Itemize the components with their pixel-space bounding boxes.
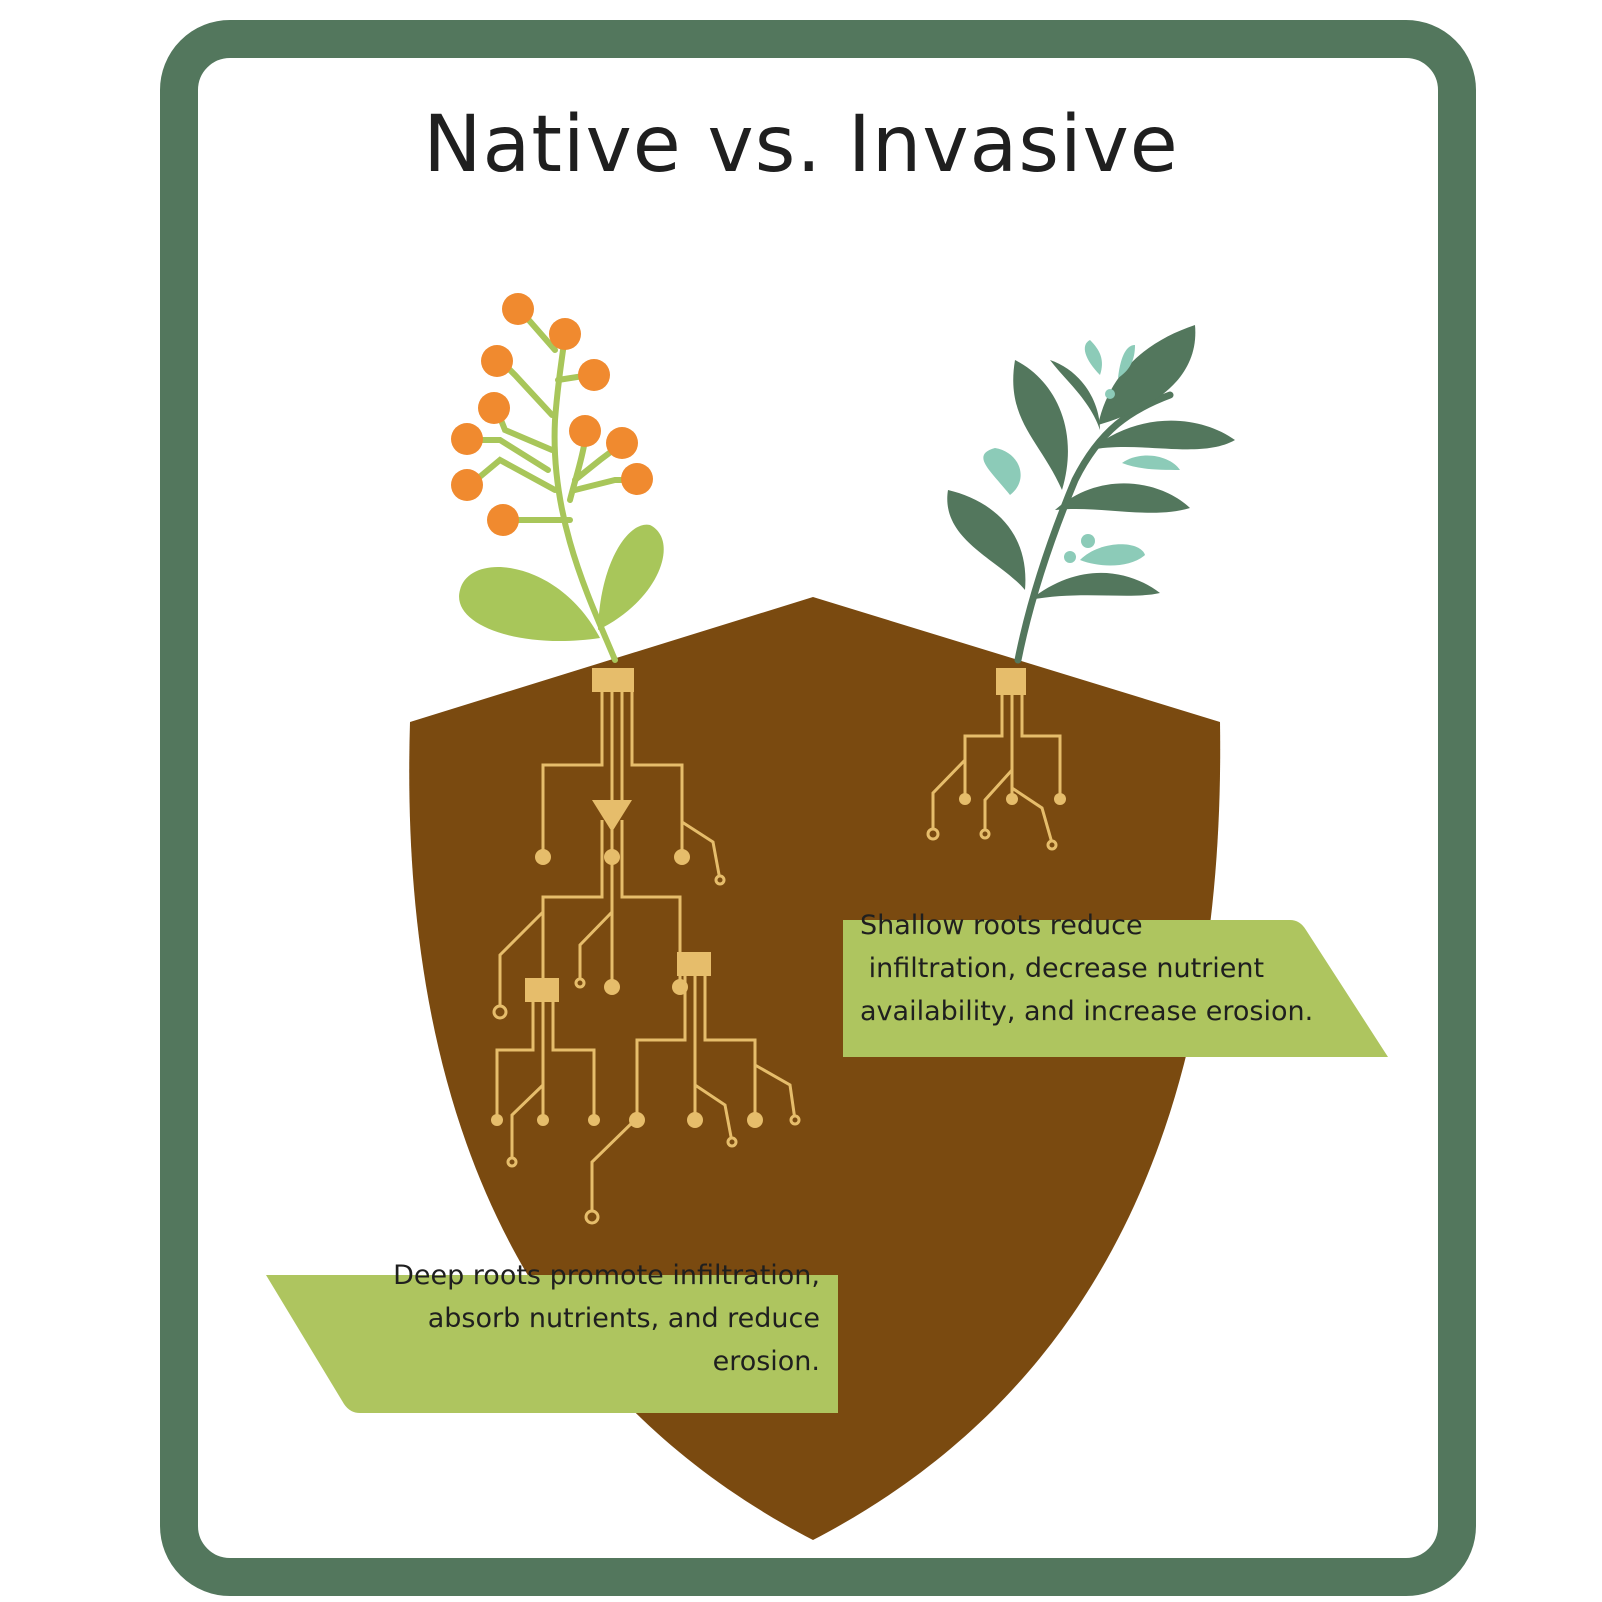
native-roots: [495, 690, 797, 1215]
native-description-line: Deep roots promote infiltration,: [393, 1260, 820, 1291]
invasive-root-nodes: [959, 668, 1066, 805]
invasive-description-line: availability, and increase erosion.: [860, 996, 1314, 1027]
invasive-label-box: [843, 920, 1388, 1057]
invasive-description-line: infiltration, decrease nutrient: [860, 953, 1265, 984]
native-description-line: absorb nutrients, and reduce: [427, 1303, 820, 1334]
native-root-nodes: [491, 668, 763, 1128]
invasive-description-line: Shallow roots reduce: [860, 910, 1143, 941]
native-label-box: [266, 1275, 838, 1413]
invasive-root-tips: [926, 827, 1058, 851]
leafy-plant-icon: [947, 325, 1235, 664]
invasive-roots: [931, 693, 1062, 844]
invasive-description: Shallow roots reduce infiltration, decre…: [860, 904, 1360, 1033]
native-description: Deep roots promote infiltration, absorb …: [320, 1254, 820, 1383]
flowering-plant-icon: [451, 293, 664, 663]
page-title: Native vs. Invasive: [423, 100, 1179, 190]
native-root-tips: [492, 874, 801, 1225]
native-description-line: erosion.: [712, 1346, 820, 1377]
